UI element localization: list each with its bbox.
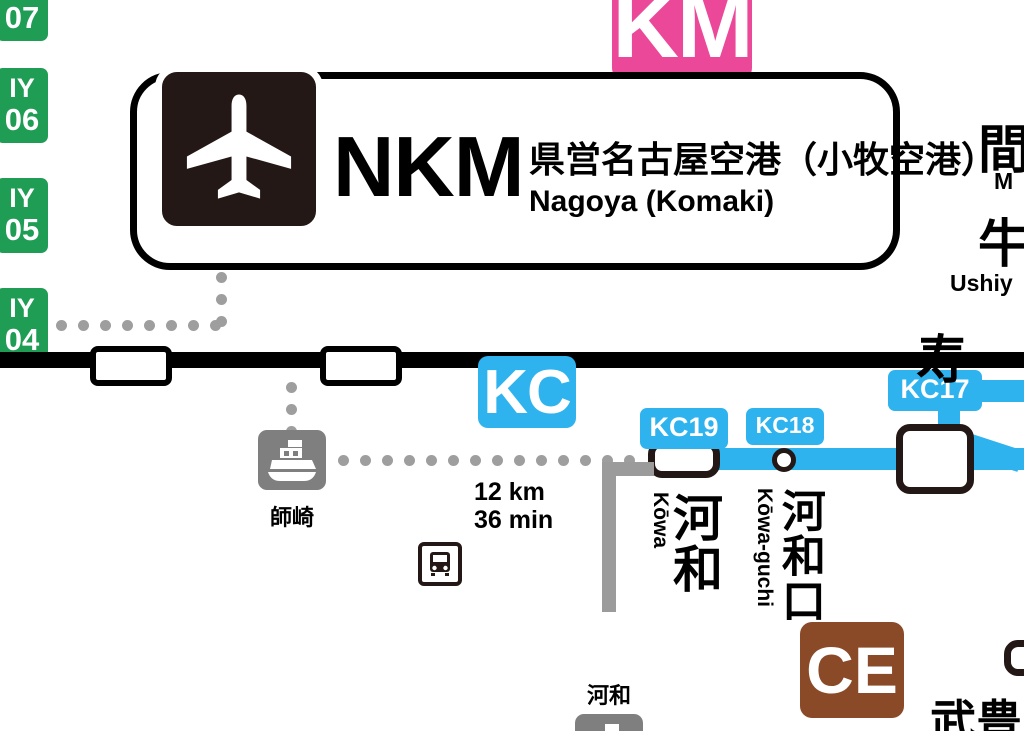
- kowa-ferry-spur-top: [602, 462, 654, 476]
- bus-distance: 12 km: [474, 478, 545, 506]
- iy06-station-number: 06: [4, 102, 40, 137]
- kc19-label: KC19: [649, 412, 719, 442]
- line-badge-iy05[interactable]: IY 05: [0, 178, 48, 253]
- airplane-icon: [186, 94, 292, 199]
- iy04-line-code: IY: [9, 293, 35, 323]
- right-station-ja-2: 牛: [978, 216, 1024, 274]
- airport-access-connector-vertical: [216, 272, 227, 338]
- airport-name-ja: 県営名古屋空港（小牧空港）: [529, 139, 998, 180]
- station-name-en-kowaguchi: Kōwa-guchi: [753, 488, 776, 607]
- bus-duration: 36 min: [474, 506, 554, 534]
- station-marker-kowaguchi[interactable]: [772, 448, 796, 472]
- station-code-kc17[interactable]: KC17: [888, 370, 982, 411]
- right-station-en-2: Ushiy: [950, 270, 1013, 296]
- line-badge-km[interactable]: KM: [612, 0, 754, 82]
- right-station-en-1: M: [994, 168, 1014, 194]
- right-station-ja-3: 寿: [916, 332, 969, 390]
- line-badge-kc[interactable]: KC: [478, 356, 576, 428]
- right-station-ja-1: 間: [978, 122, 1024, 180]
- ce-label: CE: [806, 633, 898, 707]
- kowa-ferry-spur: [602, 462, 616, 612]
- iy05-line-code: IY: [9, 183, 35, 213]
- kc17-label: KC17: [900, 374, 970, 404]
- station-name-ja-kowaguchi: 河和口: [774, 488, 824, 623]
- station-code-kc18[interactable]: KC18: [746, 408, 824, 445]
- line-badge-iy04[interactable]: IY 04: [0, 288, 48, 363]
- station-marker-right-edge[interactable]: [1004, 640, 1024, 676]
- ferry-icon: [268, 440, 316, 481]
- bus-icon: [418, 542, 462, 586]
- line-badge-ce[interactable]: CE: [800, 622, 904, 718]
- iy04-station-number: 04: [4, 322, 40, 357]
- line-badge-iy07[interactable]: IY 07: [0, 0, 48, 41]
- ferry-label-morozaki: 師崎: [269, 505, 314, 530]
- line-badge-iy06[interactable]: IY 06: [0, 68, 48, 143]
- blue-kc-line-main: [660, 448, 960, 470]
- ferry-icon-morozaki[interactable]: [258, 430, 326, 490]
- right-station-ja-4: 武豊: [930, 696, 1022, 731]
- bus-glyph: [430, 552, 450, 576]
- morozaki-kowa-connector: [338, 455, 646, 466]
- station-marker-kc17[interactable]: [896, 424, 974, 494]
- airport-access-connector-horizontal: [56, 320, 232, 331]
- iy05-station-number: 05: [4, 212, 40, 247]
- station-name-en-kowa: Kōwa: [649, 492, 672, 549]
- ferry-label-kowa: 河和: [586, 683, 631, 708]
- black-line-station-2[interactable]: [320, 346, 402, 386]
- black-line-station-1[interactable]: [90, 346, 172, 386]
- iy07-station-number: 07: [4, 0, 40, 35]
- airport-name-en: Nagoya (Komaki): [529, 185, 775, 218]
- ferry-icon: [605, 724, 619, 731]
- kc18-label: KC18: [755, 412, 815, 438]
- airport-code: NKM: [333, 120, 525, 215]
- kc-label: KC: [483, 357, 572, 427]
- airport-icon-block: [155, 65, 323, 233]
- km-label: KM: [612, 0, 753, 77]
- ferry-icon-kowa[interactable]: [575, 714, 643, 731]
- station-code-kc19[interactable]: KC19: [640, 408, 728, 449]
- iy06-line-code: IY: [9, 73, 35, 103]
- station-name-ja-kowa: 河和: [666, 492, 722, 594]
- airport-callout[interactable]: NKM 県営名古屋空港（小牧空港） Nagoya (Komaki): [130, 65, 997, 270]
